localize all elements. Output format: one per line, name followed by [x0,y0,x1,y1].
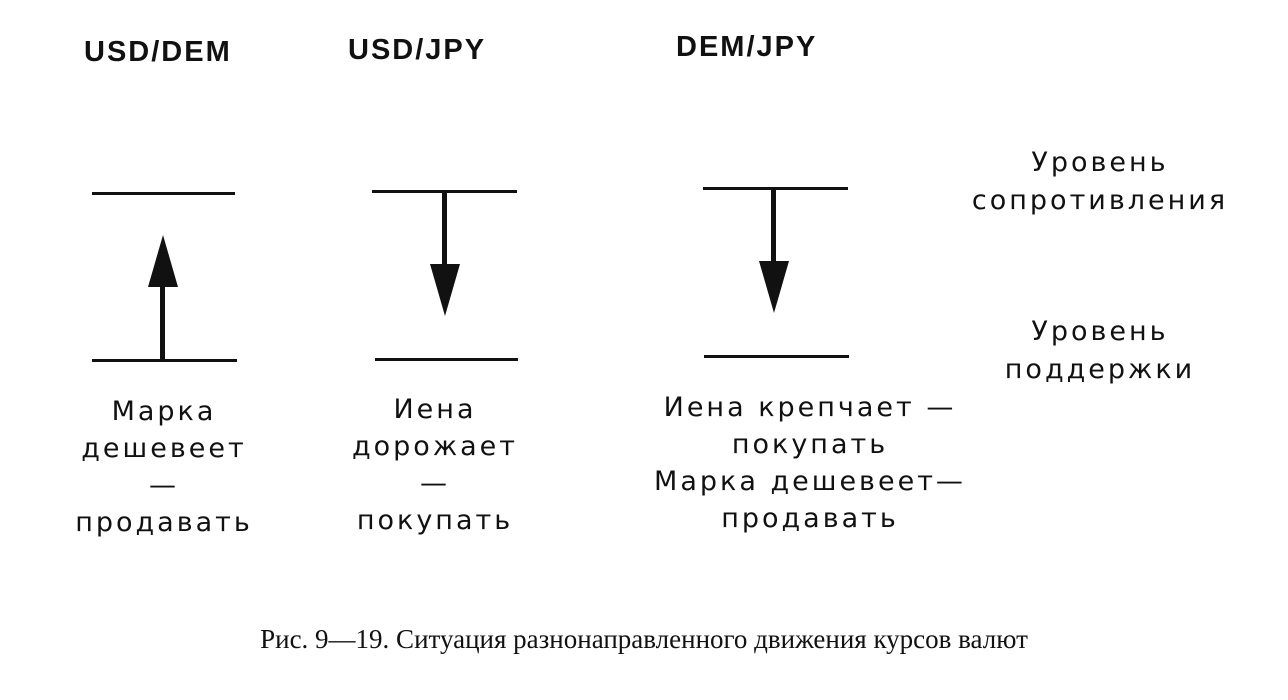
caption-line: продавать [75,507,253,538]
arrow-down-icon [430,264,460,316]
title-usd-dem: USD/DEM [84,36,232,68]
resistance-level-label: Уровень сопротивления [950,144,1250,220]
arrow-shaft-dem-jpy [771,189,776,263]
caption-line: покупать [356,505,514,536]
arrow-shaft-usd-jpy [442,192,447,266]
caption-line: — [149,470,179,501]
caption-usd-dem: Марка дешевеет — продавать [44,393,284,541]
resistance-label-line1: Уровень [1031,147,1169,178]
figure-caption: Рис. 9—19. Ситуация разнонаправленного д… [260,624,1028,654]
caption-dem-jpy: Иена крепчает — покупать Марка дешевеет—… [620,389,1000,537]
caption-line: Марка дешевеет— [654,466,966,497]
support-line-dem-jpy [704,355,849,358]
support-line-usd-jpy [375,358,518,361]
arrow-up-icon [148,235,178,287]
resistance-label-line2: сопротивления [971,185,1229,216]
caption-line: Иена [393,394,477,425]
caption-usd-jpy: Иена дорожает — покупать [315,391,555,539]
arrow-down-icon [759,261,789,313]
support-level-label: Уровень поддержки [960,313,1240,389]
support-label-line2: поддержки [1004,354,1196,385]
title-usd-jpy: USD/JPY [348,34,487,66]
caption-line: Иена крепчает — [663,392,957,423]
support-label-line1: Уровень [1031,316,1169,347]
caption-line: дорожает [351,431,519,462]
caption-line: дешевеет [81,433,247,464]
resistance-line-usd-dem [92,192,235,195]
support-line-usd-dem [92,359,237,362]
caption-line: покупать [731,429,889,460]
caption-line: — [420,468,450,499]
caption-line: Марка [111,396,217,427]
caption-line: продавать [721,503,899,534]
arrow-shaft-usd-dem [160,280,165,360]
resistance-line-usd-jpy [372,190,517,193]
title-dem-jpy: DEM/JPY [676,31,818,63]
resistance-line-dem-jpy [703,187,848,190]
